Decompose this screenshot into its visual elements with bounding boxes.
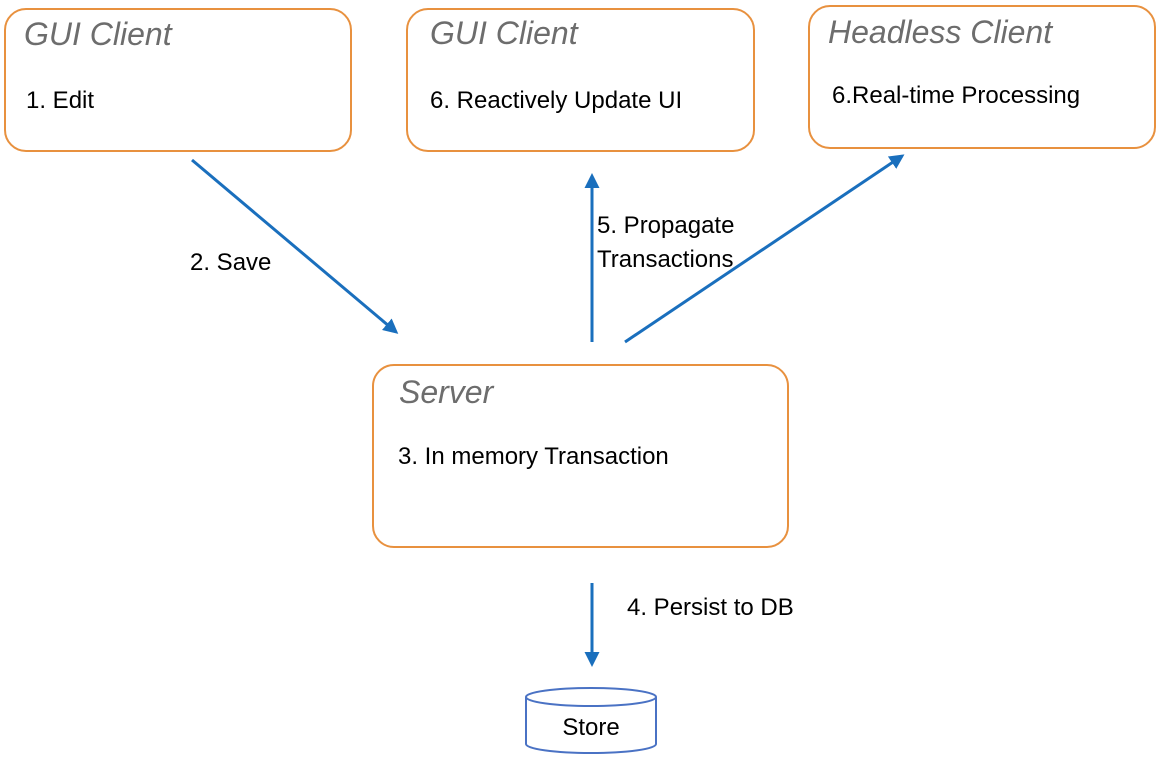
propagate-label-line2: Transactions xyxy=(597,246,734,273)
save-label: 2. Save xyxy=(190,249,272,276)
server-box: Server 3. In memory Transaction xyxy=(372,364,789,548)
in-memory-transaction-step-label: 3. In memory Transaction xyxy=(398,443,669,470)
update-ui-step-label: 6. Reactively Update UI xyxy=(430,87,683,114)
save-arrow xyxy=(191,158,399,334)
edit-step-label: 1. Edit xyxy=(26,87,95,114)
server-title: Server xyxy=(399,374,494,410)
headless-client-title: Headless Client xyxy=(828,14,1053,50)
real-time-processing-step-label: 6.Real-time Processing xyxy=(832,82,1081,109)
propagate-arrow-headless xyxy=(624,154,905,344)
gui-client-box-left: GUI Client 1. Edit xyxy=(4,8,352,152)
store-cylinder xyxy=(525,687,657,754)
persist-label: 4. Persist to DB xyxy=(627,594,794,621)
gui-client-title: GUI Client xyxy=(24,16,172,52)
store-label: Store xyxy=(562,714,620,741)
gui-client-title: GUI Client xyxy=(430,15,578,51)
gui-client-box-center: GUI Client 6. Reactively Update UI xyxy=(406,8,755,152)
propagate-label-line1: 5. Propagate xyxy=(597,212,735,239)
headless-client-box: Headless Client 6.Real-time Processing xyxy=(808,5,1156,149)
